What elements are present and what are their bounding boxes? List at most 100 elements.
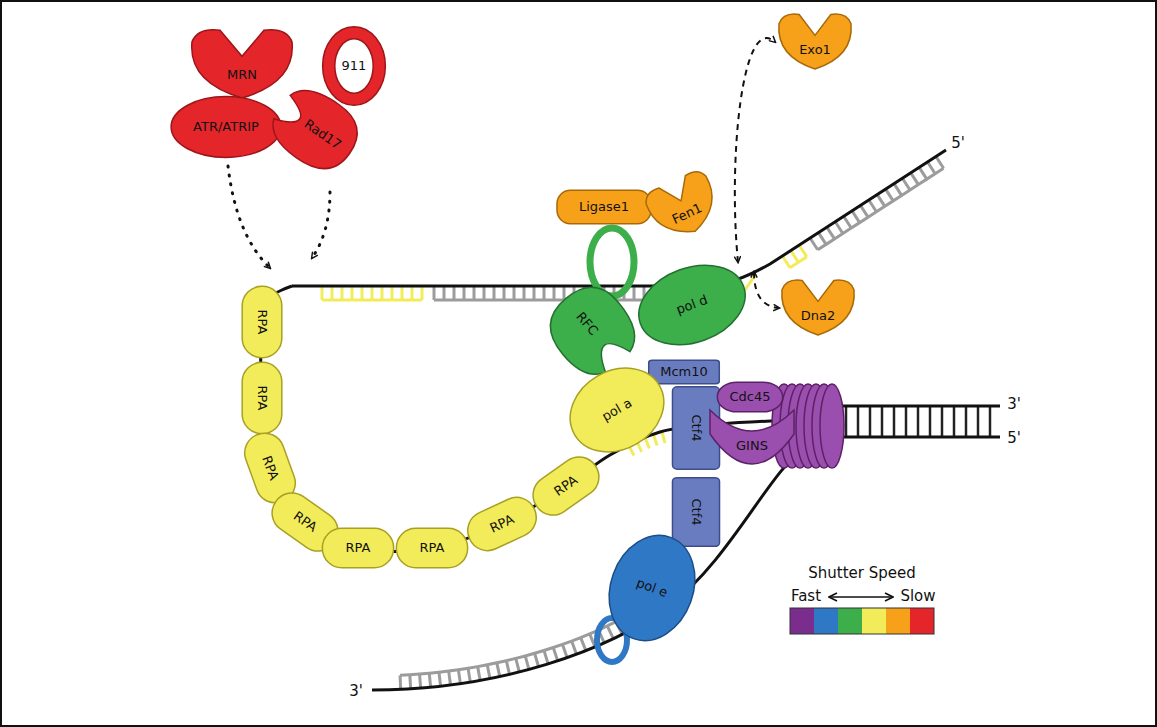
shape-outline: [779, 14, 851, 69]
base-pair-rung: [810, 238, 818, 250]
daughter-strand: [400, 613, 633, 676]
node-label: Cdc45: [729, 390, 770, 405]
node-label: Mcm10: [660, 365, 708, 380]
strand-end-label: 5': [951, 135, 965, 152]
node-label: Exo1: [799, 43, 831, 58]
color-bar-outline: [790, 608, 934, 634]
base-pair-rung: [443, 286, 446, 300]
color-bar-segment: [838, 608, 862, 634]
daughter-strand: [818, 168, 944, 250]
recruit-arrow: [228, 166, 270, 268]
scale-end-label: Slow: [900, 588, 935, 605]
linker-box: Mcm10: [648, 360, 720, 384]
base-pair-rung: [917, 406, 920, 437]
shape-outline: [322, 528, 393, 568]
base-pair-rung: [662, 431, 665, 443]
base-pair-rung: [331, 286, 334, 300]
base-pair-rung: [497, 663, 500, 677]
shape-outline: [192, 30, 293, 98]
base-pair-rung: [852, 211, 860, 223]
base-pair-rung: [911, 173, 919, 185]
daughter-strand: [322, 299, 422, 302]
base-pair-rung: [645, 437, 650, 448]
base-pair-rung: [633, 286, 636, 300]
base-pair-rung: [516, 658, 519, 672]
base-pair-rung: [553, 286, 556, 300]
shape-outline: [461, 491, 542, 557]
base-pair-rung: [351, 286, 354, 300]
rpa-pill: RPA: [322, 528, 394, 568]
strand-end-label: 5': [1007, 430, 1021, 447]
shape-outline: [557, 190, 651, 223]
base-pair-rung: [429, 673, 430, 687]
base-pair-rung: [458, 670, 460, 684]
shape-outline: [242, 362, 282, 433]
color-bar-segment: [790, 608, 814, 634]
base-pair-rung: [421, 286, 424, 300]
daughter-strand: [790, 257, 807, 268]
base-pair-rung: [941, 406, 944, 437]
dna-ladder: [322, 286, 422, 300]
template-strand: [292, 150, 946, 286]
exchange-arrow: [735, 38, 775, 262]
speed-color-bar: [790, 608, 934, 634]
base-pair-rung: [473, 286, 476, 300]
color-bar-segment: [862, 608, 886, 634]
base-pair-rung: [525, 656, 529, 670]
base-pair-rung: [572, 641, 577, 654]
shape-outline: [525, 449, 606, 522]
base-pair-rung: [919, 167, 927, 179]
dna-ladder: [810, 157, 944, 250]
node-label: Ctf4: [689, 414, 704, 441]
node-label: RPA: [420, 541, 445, 556]
base-pair-rung: [533, 286, 536, 300]
parental-strand: [826, 405, 1000, 408]
base-pair-rung: [493, 286, 496, 300]
base-pair-rung: [381, 286, 384, 300]
shape-outline: [242, 286, 282, 357]
shape-outline: [717, 382, 782, 412]
base-pair-rung: [513, 286, 516, 300]
base-pair-rung: [799, 245, 807, 257]
shape-outline: [672, 478, 719, 547]
shape-outline: [710, 410, 794, 464]
base-pair-rung: [463, 286, 466, 300]
strand-end-label: 3': [349, 683, 363, 700]
helicase-ring: [820, 384, 844, 468]
dna-rungs: [322, 157, 990, 690]
base-pair-rung: [782, 256, 790, 268]
dna-strands: [261, 150, 1000, 690]
helicase-part: Cdc45: [717, 382, 783, 412]
base-pair-rung: [453, 286, 456, 300]
base-pair-rung: [478, 667, 480, 681]
base-pair-rung: [433, 286, 436, 300]
node-label: ATR/ATRIP: [193, 120, 259, 135]
base-pair-rung: [818, 233, 826, 245]
base-pair-rung: [535, 653, 539, 666]
base-pair-rung: [827, 227, 835, 239]
base-pair-rung: [844, 216, 852, 228]
base-pair-rung: [653, 434, 657, 445]
base-pair-rung: [845, 406, 848, 437]
nuclease-shape: Fen1: [641, 165, 725, 245]
base-pair-rung: [321, 286, 324, 300]
base-pair-rung: [543, 286, 546, 300]
shape-outline: [595, 523, 709, 652]
base-pair-rung: [869, 200, 877, 212]
exchange-arrow: [754, 272, 779, 308]
node-label: RPA: [255, 310, 270, 335]
dna-ladder: [400, 613, 640, 690]
base-pair-rung: [894, 184, 902, 196]
rpa-pill: RPA: [242, 286, 282, 358]
nuclease-shape: Exo1: [779, 11, 851, 69]
base-pair-rung: [506, 661, 509, 675]
base-pair-rung: [553, 648, 557, 661]
base-pair-rung: [439, 672, 441, 686]
shape-outline: [649, 360, 720, 384]
recruit-arrow: [312, 192, 330, 258]
pcna-ring: [590, 228, 634, 296]
kinase-oval: ATR/ATRIP: [170, 96, 282, 158]
base-pair-rung: [965, 406, 968, 437]
